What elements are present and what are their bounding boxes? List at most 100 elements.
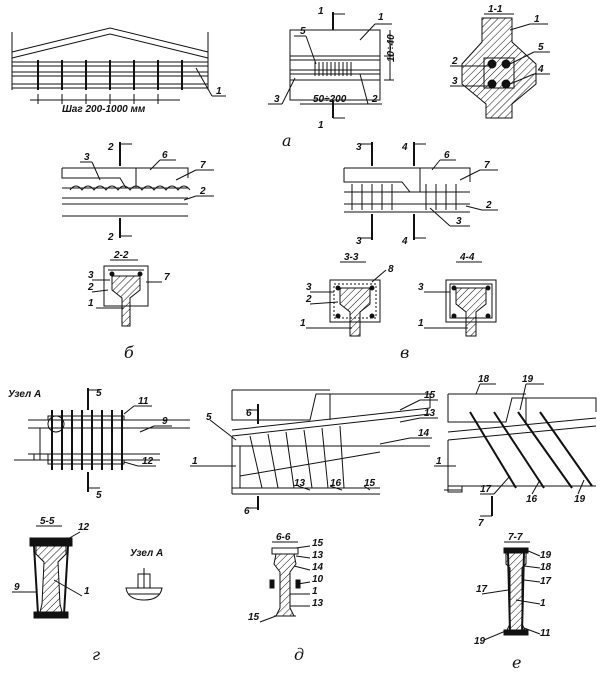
panel-a-elevation: Шаг 200-1000 мм 1	[11, 27, 226, 115]
label-11: 11	[540, 628, 551, 639]
label-16: 16	[330, 478, 342, 489]
section-mark-7: 7	[478, 518, 484, 529]
label-18: 18	[540, 562, 552, 573]
label-19: 19	[574, 494, 586, 505]
panel-v-section-3-3: 3-3 8 3 2 1	[300, 252, 394, 337]
label-1: 1	[378, 12, 384, 23]
section-mark-1-bottom: 1	[318, 120, 324, 131]
label-3: 3	[84, 152, 90, 163]
section-title-5-5: 5-5	[40, 516, 55, 527]
label-6: 6	[162, 150, 168, 161]
label-11: 11	[138, 396, 149, 407]
label-1: 1	[84, 586, 90, 597]
label-1: 1	[216, 86, 222, 97]
panel-d-elevation: 6 6 5 1 15 13 14 13 16 15	[190, 389, 438, 517]
label-5: 5	[538, 42, 544, 53]
label-9: 9	[14, 582, 20, 593]
label-1: 1	[436, 456, 442, 467]
panel-a: Шаг 200-1000 мм 1	[11, 4, 550, 150]
section-title-2-2: 2-2	[113, 250, 129, 261]
label-3: 3	[306, 282, 312, 293]
label-17: 17	[480, 484, 492, 495]
label-13: 13	[312, 550, 324, 561]
section-mark-5-bottom: 5	[96, 490, 102, 501]
panel-g-section-5-5: 5-5 12 9 1	[12, 516, 90, 619]
section-title-4-4: 4-4	[459, 252, 475, 263]
node-a-label: Узел А	[8, 389, 41, 400]
label-3: 3	[452, 76, 458, 87]
section-title-7-7: 7-7	[508, 532, 523, 543]
label-17: 17	[540, 576, 552, 587]
label-14: 15	[312, 538, 324, 549]
label-2: 2	[371, 94, 378, 105]
step-label: Шаг 200-1000 мм	[62, 104, 146, 115]
panel-e: 7 18 19 1 17 16 19 7-7 19	[434, 374, 597, 672]
dim-spacing: 50÷200	[313, 94, 347, 105]
label-2: 2	[199, 186, 206, 197]
label-6: 6	[444, 150, 450, 161]
panel-d-bent-rods	[249, 425, 345, 489]
panel-v-stirrups	[351, 184, 457, 210]
panel-b-letter: б	[124, 343, 134, 362]
panel-d: 6 6 5 1 15 13 14 13 16 15 6-6	[190, 389, 438, 664]
panel-v: 3 3 4 4 6 7 2 3 3-3	[300, 142, 498, 362]
node-a-title: Узел А	[130, 548, 163, 559]
label-4: 5	[300, 26, 306, 37]
label-4: 4	[537, 64, 544, 75]
section-mark-6-bottom: 6	[244, 506, 250, 517]
label-13: 13	[424, 408, 436, 419]
label-15: 14	[312, 562, 324, 573]
label-13: 13	[312, 598, 324, 609]
section-mark-6-top: 6	[246, 408, 252, 419]
label-18: 18	[478, 374, 490, 385]
label-1: 1	[418, 318, 424, 329]
section-mark-4-bottom: 4	[401, 236, 408, 247]
label-2: 2	[87, 282, 94, 293]
label-10: 10	[312, 574, 324, 585]
label-19: 19	[522, 374, 534, 385]
panel-b-elevation: 2 2 3 6 7 2	[61, 142, 214, 243]
label-2: 2	[305, 294, 312, 305]
label-5: 5	[206, 412, 212, 423]
label-1: 1	[300, 318, 306, 329]
panel-v-section-4-4: 4-4 3 1	[418, 252, 497, 337]
panel-d-letter: д	[294, 645, 304, 664]
panel-b-section-2-2: 2-2 3 2 1 7	[87, 250, 170, 327]
section-mark-2-bottom: 2	[107, 232, 114, 243]
label-2: 2	[451, 56, 458, 67]
section-mark-5-top: 5	[96, 388, 102, 399]
panel-g-elevation: Узел А 5 5	[8, 388, 190, 501]
label-3: 3	[88, 270, 94, 281]
panel-a-strips	[314, 62, 352, 76]
label-2: 2	[485, 200, 492, 211]
label-1: 1	[192, 456, 198, 467]
panel-g-clamps	[51, 410, 123, 470]
panel-v-letter: в	[400, 343, 409, 362]
section-title-3-3: 3-3	[344, 252, 359, 263]
section-mark-3-bottom: 3	[356, 236, 362, 247]
label-19: 19	[474, 636, 486, 647]
panel-b: 2 2 3 6 7 2 2-2 3 2	[61, 142, 214, 362]
section-mark-2-top: 2	[107, 142, 114, 153]
panel-a-clamps	[37, 60, 183, 90]
dim-height: 10÷40	[386, 34, 397, 62]
label-14: 15	[248, 612, 260, 623]
label-14: 15	[424, 390, 436, 401]
panel-a-letter: а	[282, 131, 292, 150]
label-15: 14	[418, 428, 430, 439]
label-1: 1	[534, 14, 540, 25]
panel-a-section-1-1: 1-1 1 5 4 2 3	[450, 4, 550, 119]
label-9: 9	[162, 416, 168, 427]
label-8: 8	[388, 264, 394, 275]
label-16: 16	[526, 494, 538, 505]
panel-e-elevation: 7 18 19 1 17 16 19	[434, 374, 597, 529]
section-mark-4-top: 4	[401, 142, 408, 153]
label-12: 12	[78, 522, 90, 533]
section-mark-1-top: 1	[318, 6, 324, 17]
section-title-6-6: 6-6	[276, 532, 291, 543]
label-1: 1	[312, 586, 318, 597]
panel-g-node-a: Узел А	[125, 548, 163, 601]
section-mark-3-top: 3	[356, 142, 362, 153]
label-12: 12	[142, 456, 154, 467]
